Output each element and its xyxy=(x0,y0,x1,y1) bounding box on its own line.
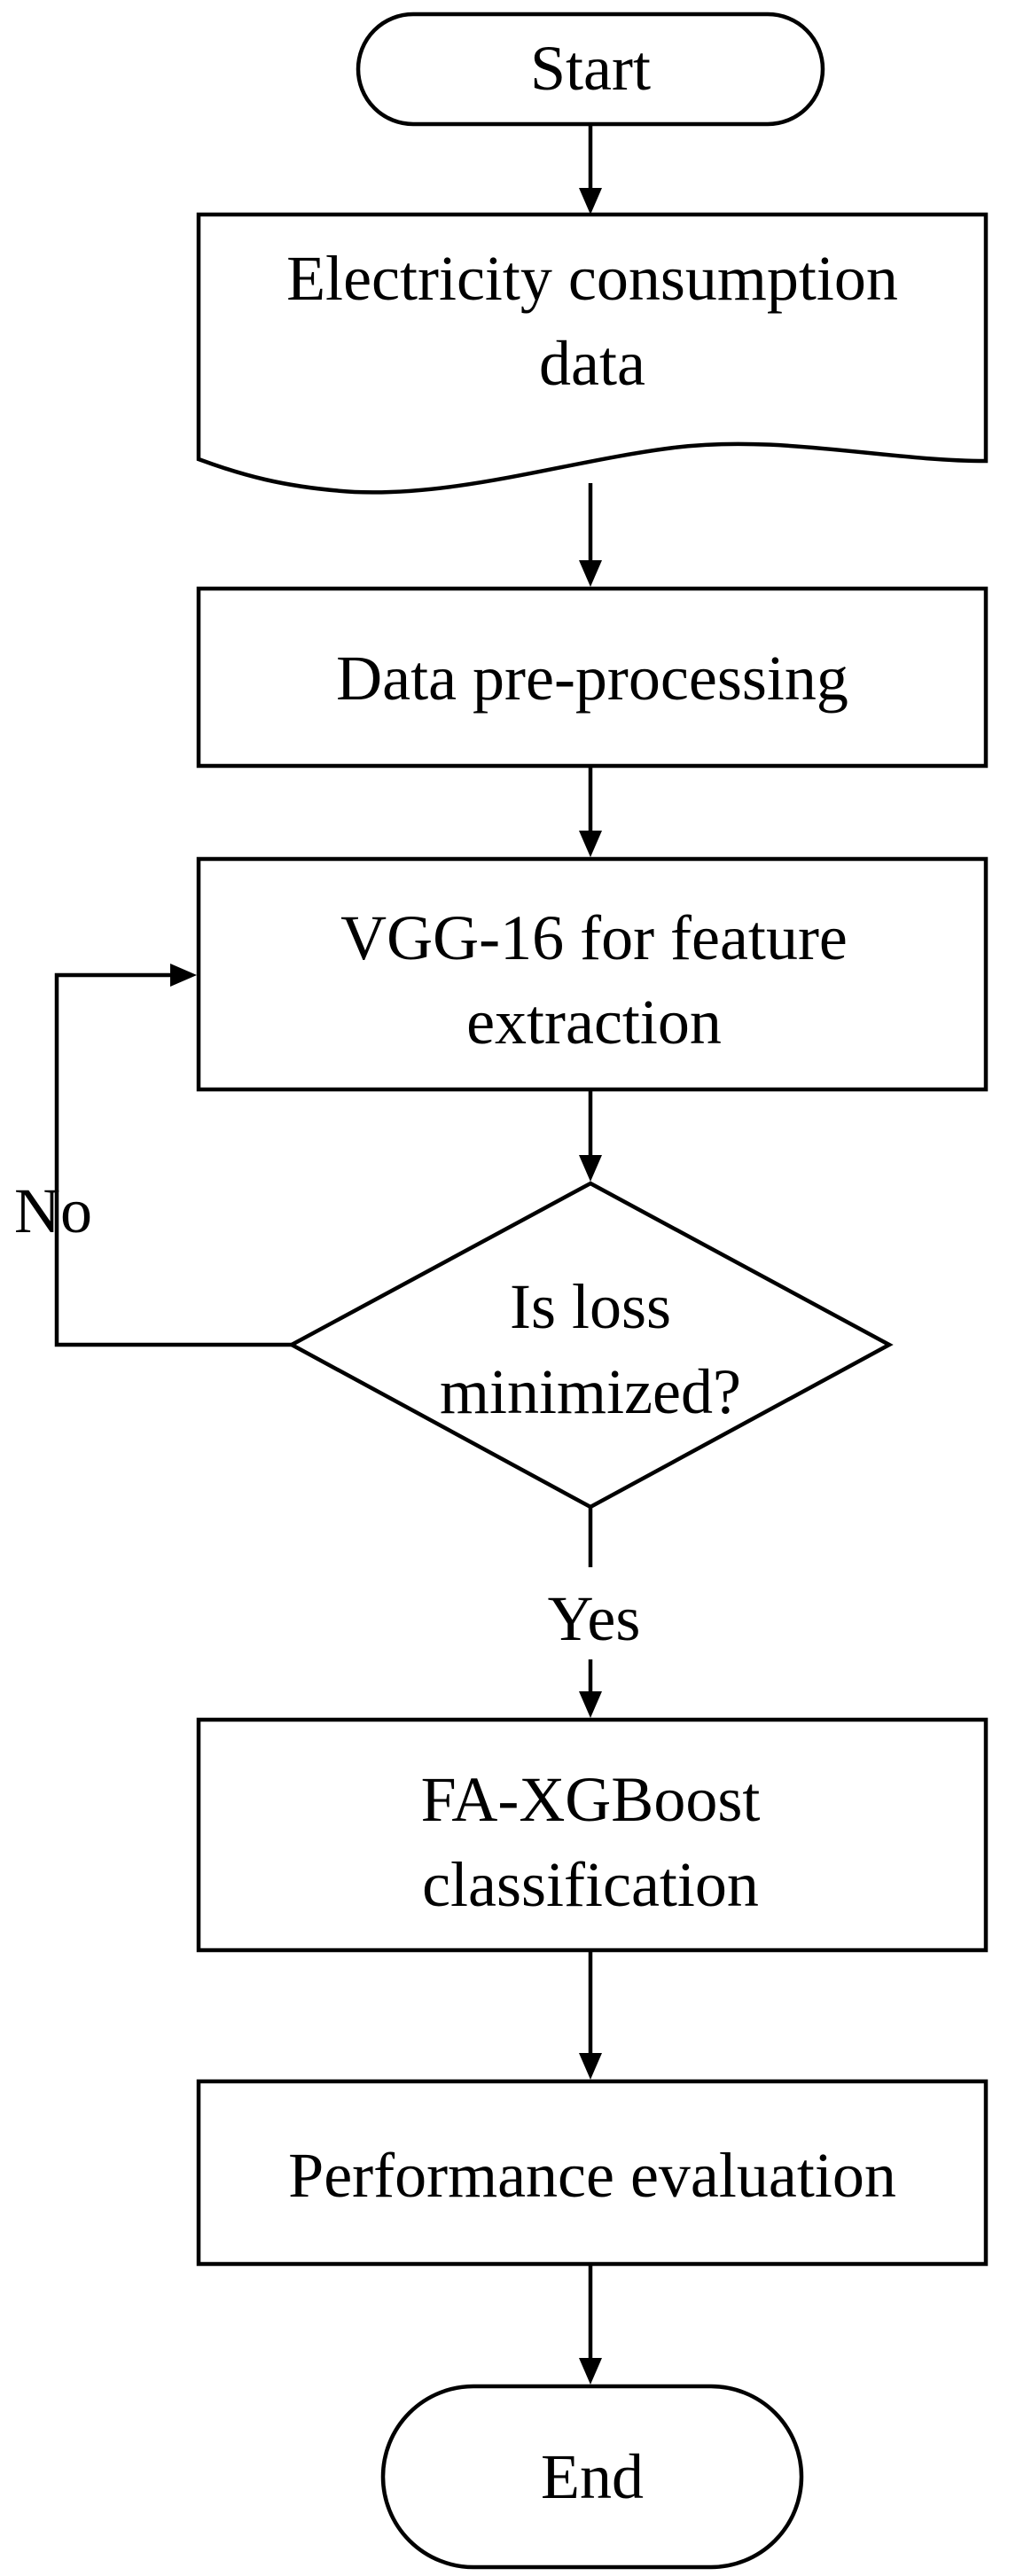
end-node: End xyxy=(380,2384,804,2570)
data-label-line-1: Electricity consumption xyxy=(286,243,898,314)
classify-label-line-2: classification xyxy=(422,1849,759,1920)
evaluate-label: Performance evaluation xyxy=(288,2140,896,2211)
preprocess-label: Data pre-processing xyxy=(336,643,848,714)
decision-diamond xyxy=(287,1181,894,1510)
arrowhead-start-to-data xyxy=(579,188,602,215)
evaluate-node: Performance evaluation xyxy=(196,2079,989,2267)
arrowhead-no-loop xyxy=(170,964,197,987)
classify-box xyxy=(196,1717,989,1953)
yes-label: Yes xyxy=(548,1583,641,1654)
start-node: Start xyxy=(356,12,825,127)
classify-node: FA-XGBoost classification xyxy=(196,1717,989,1953)
arrowhead-classify-to-evaluate xyxy=(579,2053,602,2080)
arrowhead-data-to-preprocess xyxy=(579,560,602,587)
vgg-box xyxy=(196,856,989,1092)
end-label: End xyxy=(541,2441,644,2512)
data-document-shape xyxy=(196,212,989,495)
preprocess-box xyxy=(196,586,989,769)
vgg-label-line-2: extraction xyxy=(466,987,722,1058)
connector-no-loop xyxy=(54,972,292,1347)
vgg-node: VGG-16 for feature extraction xyxy=(196,856,989,1092)
data-node: Electricity consumption data xyxy=(196,212,989,495)
arrowhead-evaluate-to-end xyxy=(579,2358,602,2385)
arrowhead-vgg-to-decision xyxy=(579,1155,602,1182)
end-terminal-shape xyxy=(380,2384,804,2570)
start-label: Start xyxy=(530,33,651,104)
decision-node: Is loss minimized? xyxy=(287,1181,894,1510)
preprocess-node: Data pre-processing xyxy=(196,586,989,769)
arrowhead-decision-to-classify xyxy=(579,1691,602,1718)
decision-label-line-2: minimized? xyxy=(440,1356,741,1427)
data-label-line-2: data xyxy=(539,328,645,399)
decision-label-line-1: Is loss xyxy=(510,1271,671,1342)
no-label: No xyxy=(14,1175,92,1246)
evaluate-box xyxy=(196,2079,989,2267)
classify-label-line-1: FA-XGBoost xyxy=(421,1764,761,1835)
arrowhead-preprocess-to-vgg xyxy=(579,831,602,857)
vgg-label-line-1: VGG-16 for feature xyxy=(340,902,848,973)
